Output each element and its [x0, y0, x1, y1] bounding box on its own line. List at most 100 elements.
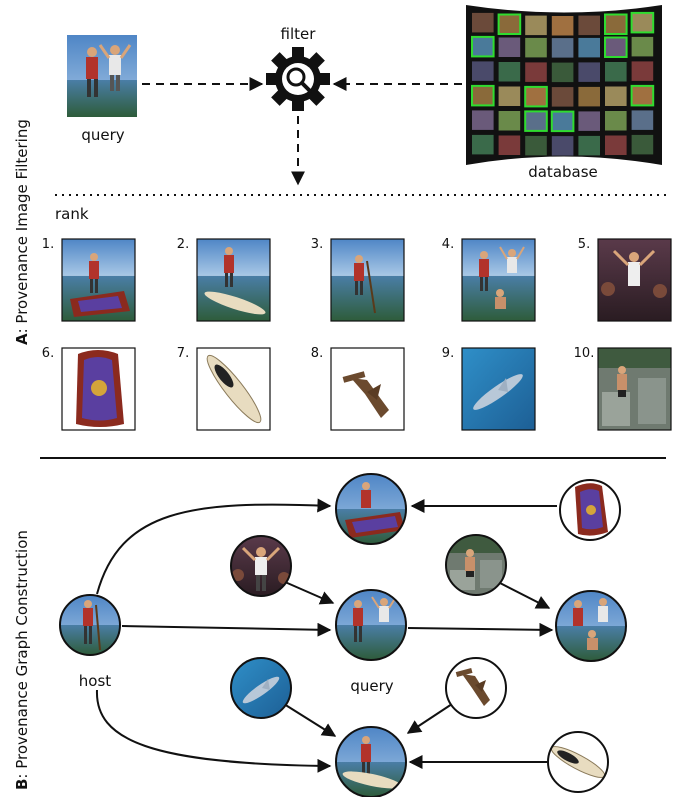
- rank-number: 10.: [574, 346, 595, 361]
- database-cell: [525, 37, 547, 58]
- rank-number: 4.: [442, 237, 454, 252]
- database-cell: [472, 61, 494, 81]
- database-cell: [551, 62, 574, 83]
- node-rock-composite: [555, 590, 627, 662]
- ranked-result-item: 9.: [442, 346, 536, 431]
- ranked-thumbnail: [598, 348, 671, 430]
- node-party-donor: [230, 535, 292, 597]
- rank-number: 5.: [578, 237, 590, 252]
- database-cell: [631, 36, 654, 57]
- ranked-thumbnail: [331, 239, 404, 321]
- section-b-side-title: B: Provenance Graph Construction: [13, 530, 31, 790]
- ranked-thumbnail-border: [461, 238, 536, 322]
- node-carpet-composite: [335, 473, 407, 545]
- database-cell: [525, 135, 547, 156]
- database-cell: [631, 110, 654, 130]
- ranked-thumbnail: [62, 348, 135, 430]
- ranked-result-item: 8.: [311, 346, 405, 431]
- gear-magnifier-icon: [266, 47, 330, 111]
- database-cell: [605, 111, 627, 131]
- ranked-thumbnail-border: [330, 238, 405, 322]
- ranked-thumbnail-border: [196, 347, 271, 431]
- database-cell: [605, 62, 627, 82]
- ranked-thumbnail-border: [461, 347, 536, 431]
- ranked-result-item: 7.: [177, 346, 271, 431]
- database-cell: [497, 13, 522, 35]
- database-cell: [498, 62, 521, 82]
- query-thumbnail: [67, 35, 137, 117]
- ranked-result-item: 6.: [42, 346, 136, 431]
- node-carpet-donor: [559, 479, 621, 541]
- ranked-thumbnail: [62, 239, 135, 321]
- ranked-result-item: 3.: [311, 237, 405, 322]
- database-cell: [471, 35, 495, 58]
- rank-number: 8.: [311, 346, 323, 361]
- database-mosaic: [466, 5, 662, 165]
- database-cell: [498, 135, 521, 155]
- edge-sharkw-to-board-composite: [283, 703, 337, 737]
- node-board-donor: [547, 731, 609, 793]
- database-cell: [525, 15, 547, 36]
- edge-host-to-carpet-composite: [96, 498, 332, 595]
- database-cell: [525, 62, 547, 82]
- database-cell: [550, 110, 575, 133]
- database-cell: [604, 36, 628, 58]
- rank-label: rank: [55, 205, 89, 223]
- ranked-thumbnail: [197, 348, 270, 430]
- database-cell: [630, 11, 655, 34]
- rank-number: 3.: [311, 237, 323, 252]
- edge-rock-to-right: [499, 582, 551, 609]
- ranked-thumbnail: [462, 239, 535, 321]
- ranked-thumbnail-border: [61, 347, 136, 431]
- database-label: database: [528, 163, 598, 181]
- database-cell: [578, 111, 600, 131]
- rank-number: 9.: [442, 346, 454, 361]
- filter-label: filter: [281, 25, 317, 43]
- ranked-thumbnail-border: [196, 238, 271, 322]
- query-label-a: query: [81, 126, 124, 144]
- ranked-result-item: 10.: [574, 346, 672, 431]
- database-cell: [578, 37, 600, 58]
- database-cell: [498, 86, 521, 106]
- database-cell: [578, 15, 600, 36]
- ranked-thumbnail-border: [597, 238, 672, 322]
- database-cell: [551, 38, 574, 58]
- database-cell: [631, 61, 654, 81]
- edge-party-to-query: [284, 581, 335, 605]
- database-cell: [578, 86, 600, 107]
- ranked-thumbnail-border: [597, 347, 672, 431]
- ranked-thumbnail-border: [61, 238, 136, 322]
- database-cell: [524, 110, 548, 132]
- node-board-composite: [335, 726, 407, 797]
- ranked-thumbnail-border: [330, 347, 405, 431]
- database-cell: [471, 84, 495, 107]
- edge-host-to-query: [121, 622, 332, 637]
- database-cell: [578, 135, 600, 156]
- rank-number: 6.: [42, 346, 54, 361]
- query-label-b: query: [350, 677, 393, 695]
- ranked-result-item: 2.: [177, 237, 271, 322]
- database-cell: [472, 12, 494, 33]
- database-cell: [605, 135, 627, 155]
- node-query: [335, 589, 407, 661]
- ranked-thumbnail: [598, 239, 671, 321]
- ranked-results: 1. 2. 3. 4. 5. 6. 7. 8. 9. 10.: [42, 237, 672, 431]
- database-cell: [578, 62, 600, 82]
- database-cell: [631, 134, 654, 155]
- database-cell: [604, 13, 628, 35]
- rank-number: 7.: [177, 346, 189, 361]
- node-sharkwater-donor: [230, 657, 292, 719]
- ranked-thumbnail: [331, 348, 404, 430]
- database-cell: [472, 134, 494, 155]
- node-host: [59, 594, 121, 656]
- ranked-result-item: 1.: [42, 237, 136, 322]
- edge-shark-to-board-composite: [406, 703, 453, 734]
- database-cell: [551, 136, 574, 156]
- ranked-thumbnail: [462, 348, 535, 430]
- ranked-result-item: 4.: [442, 237, 536, 322]
- node-rock-donor: [445, 534, 507, 596]
- database-cell: [630, 84, 655, 107]
- ranked-thumbnail: [197, 239, 270, 321]
- database-cell: [498, 111, 521, 131]
